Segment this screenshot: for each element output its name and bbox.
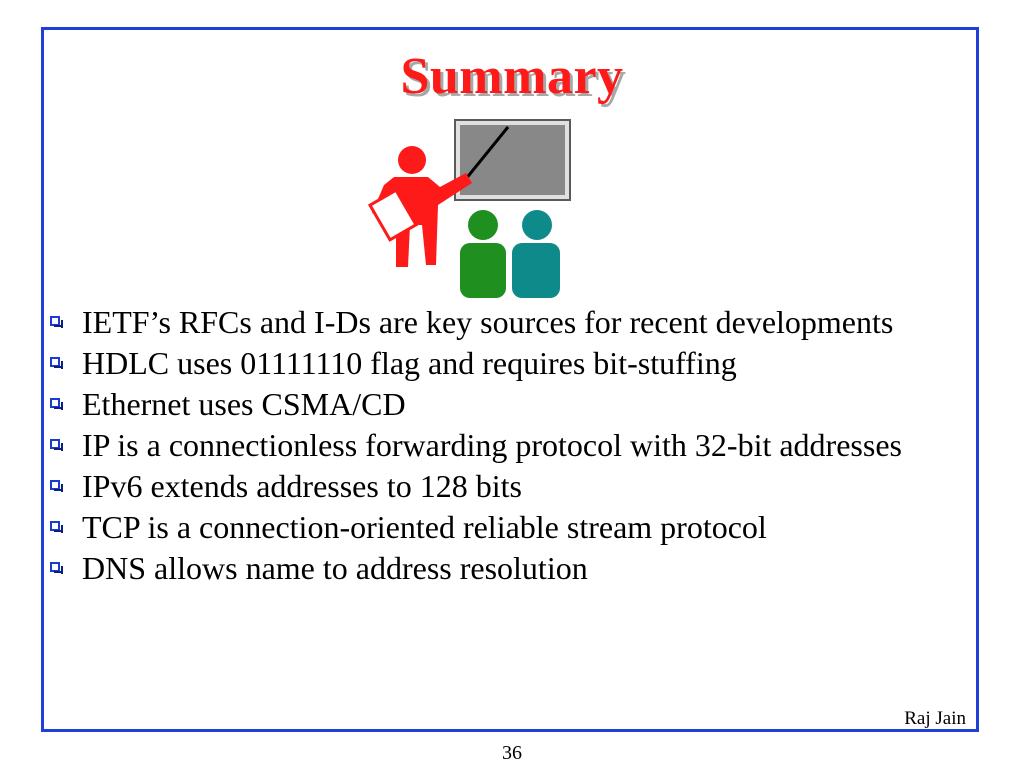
checkbox-bullet-icon: [50, 357, 63, 369]
pointer-icon: [463, 126, 510, 181]
bullet-item: IPv6 extends addresses to 128 bits: [48, 467, 968, 505]
bullet-item: IP is a connectionless forwarding protoc…: [48, 426, 968, 464]
checkbox-bullet-icon: [50, 562, 63, 574]
checkbox-bullet-icon: [50, 480, 63, 492]
bullet-item: DNS allows name to address resolution: [48, 549, 968, 587]
page-number: 36: [502, 742, 522, 764]
checkbox-bullet-icon: [50, 439, 63, 451]
bullet-text: DNS allows name to address resolution: [82, 550, 588, 586]
bullet-text: HDLC uses 01111110 flag and requires bit…: [82, 345, 737, 381]
presenter-with-audience-icon: [367, 119, 571, 298]
bullet-item: TCP is a connection-oriented reliable st…: [48, 508, 968, 546]
checkbox-bullet-icon: [50, 521, 63, 533]
clipboard-icon: [367, 188, 419, 242]
bullet-text: IPv6 extends addresses to 128 bits: [82, 468, 522, 504]
author-label: Raj Jain: [904, 708, 966, 729]
bullet-item: Ethernet uses CSMA/CD: [48, 385, 968, 423]
slide-frame: [41, 27, 979, 732]
bullet-item: IETF’s RFCs and I-Ds are key sources for…: [48, 303, 968, 341]
slide-title: Summary: [400, 48, 624, 105]
bullet-text: TCP is a connection-oriented reliable st…: [82, 509, 767, 545]
bullet-text: IETF’s RFCs and I-Ds are key sources for…: [82, 304, 894, 340]
checkbox-bullet-icon: [50, 316, 63, 328]
bullet-text: Ethernet uses CSMA/CD: [82, 386, 406, 422]
checkbox-bullet-icon: [50, 398, 63, 410]
bullet-list: IETF’s RFCs and I-Ds are key sources for…: [48, 303, 968, 590]
audience-member-icon: [512, 210, 560, 298]
bullet-text: IP is a connectionless forwarding protoc…: [82, 427, 902, 463]
bullet-item: HDLC uses 01111110 flag and requires bit…: [48, 344, 968, 382]
audience-member-icon: [460, 210, 506, 298]
